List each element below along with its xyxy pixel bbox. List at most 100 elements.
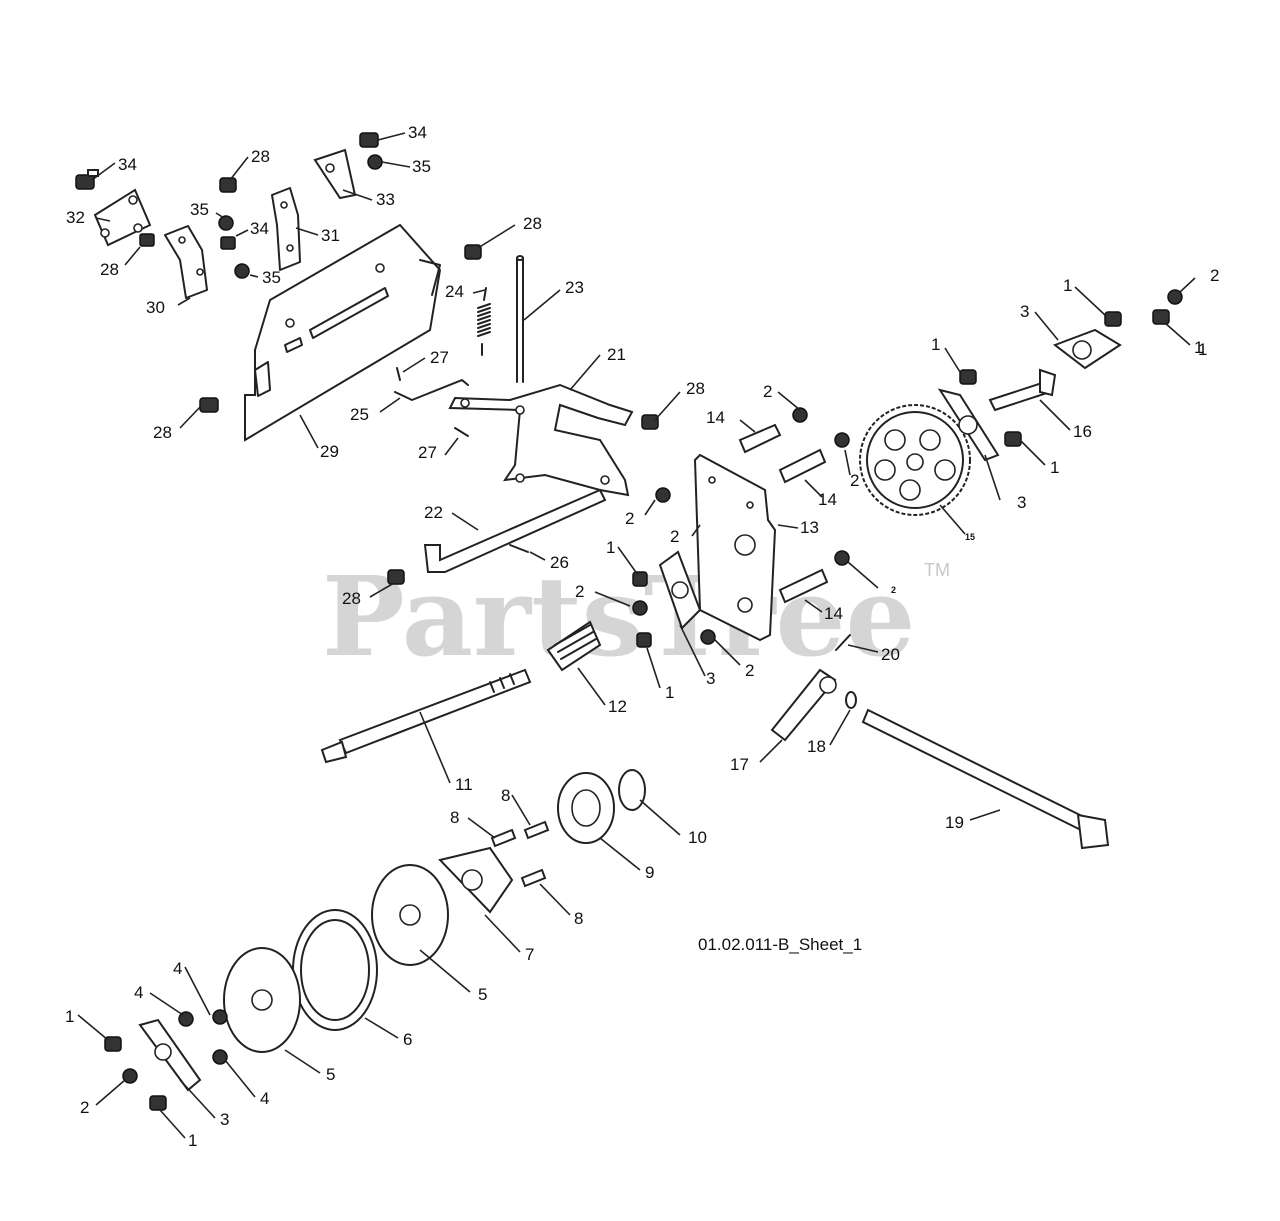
callout-4: 4 xyxy=(260,1089,269,1108)
part-17-lever xyxy=(770,668,837,742)
part-32-plate xyxy=(93,188,152,247)
callout-3: 3 xyxy=(706,669,715,688)
callout-2: 2 xyxy=(80,1098,89,1117)
callout-28: 28 xyxy=(100,260,119,279)
part-2-nut-c xyxy=(632,600,648,616)
callout-1: 1 xyxy=(1063,276,1072,295)
callout-12: 12 xyxy=(608,697,627,716)
part-2-nut-d xyxy=(700,629,716,645)
callout-21: 21 xyxy=(607,345,626,364)
part-12-pinion xyxy=(546,620,602,672)
callout-16: 16 xyxy=(1073,422,1092,441)
part-3-bearing-flange-b xyxy=(937,388,1000,462)
callout-34: 34 xyxy=(408,123,427,142)
part-1-bolt-a xyxy=(632,571,648,587)
callouts: 34 35 34 28 33 32 35 34 31 28 28 35 30 2… xyxy=(65,123,1219,1150)
callout-18: 18 xyxy=(807,737,826,756)
callout-10: 10 xyxy=(688,828,707,847)
part-34-bolt-c xyxy=(359,132,379,148)
part-27-pin-b xyxy=(454,427,469,437)
callout-5: 5 xyxy=(326,1065,335,1084)
callout-20: 20 xyxy=(881,645,900,664)
callout-2: 2 xyxy=(745,661,754,680)
part-2-nut-a xyxy=(655,487,671,503)
callout-3: 3 xyxy=(1017,493,1026,512)
callout-8: 8 xyxy=(501,786,510,805)
part-34-bolt-b xyxy=(220,236,236,250)
callout-28: 28 xyxy=(686,379,705,398)
callout-1: 1 xyxy=(665,683,674,702)
callout-1: 1 xyxy=(606,538,615,557)
callout-2: 2 xyxy=(625,509,634,528)
watermark-trademark: TM xyxy=(924,560,950,580)
callout-2: 2 xyxy=(670,527,679,546)
part-1-bolt-g xyxy=(104,1036,122,1052)
callout-28: 28 xyxy=(523,214,542,233)
callout-19: 19 xyxy=(945,813,964,832)
part-22-arm xyxy=(423,488,607,573)
part-1-bolt-h xyxy=(149,1095,167,1111)
callout-13: 13 xyxy=(800,518,819,537)
part-29-mounting-plate xyxy=(244,223,442,442)
part-1-bolt-b xyxy=(636,632,652,648)
part-13-side-plate xyxy=(693,453,777,642)
part-4-nut-b xyxy=(212,1009,228,1025)
part-33-plate xyxy=(313,148,357,200)
part-11-shaft xyxy=(320,668,532,764)
part-14-spacer-a xyxy=(738,423,782,454)
part-18-washer xyxy=(845,691,857,709)
part-10-ring xyxy=(618,769,646,811)
callout-15: 15 xyxy=(965,532,975,542)
part-35-nut-a xyxy=(218,215,234,231)
callout-2: 2 xyxy=(575,582,584,601)
part-2-nut-e xyxy=(792,407,808,423)
callout-14: 14 xyxy=(818,490,837,509)
callout-1: 1 xyxy=(65,1007,74,1026)
callout-27: 27 xyxy=(430,348,449,367)
callout-4: 4 xyxy=(173,959,182,978)
callout-32: 32 xyxy=(66,208,85,227)
callout-1: 1 xyxy=(1194,338,1203,357)
callout-14: 14 xyxy=(824,604,843,623)
callout-33: 33 xyxy=(376,190,395,209)
callout-28: 28 xyxy=(251,147,270,166)
callout-23: 23 xyxy=(565,278,584,297)
part-4-nut-c xyxy=(212,1049,228,1065)
part-1-bolt-f xyxy=(1152,309,1170,325)
part-9-housing xyxy=(557,772,615,844)
part-20-pin xyxy=(835,634,851,651)
callout-2: 2 xyxy=(763,382,772,401)
callout-4: 4 xyxy=(134,983,143,1002)
part-35-nut-b xyxy=(234,263,250,279)
callout-3: 3 xyxy=(1020,302,1029,321)
part-31-bracket xyxy=(271,187,301,271)
callout-25: 25 xyxy=(350,405,369,424)
part-24-spring xyxy=(477,287,491,356)
callout-1: 1 xyxy=(1050,458,1059,477)
callout-24: 24 xyxy=(445,282,464,301)
callout-34: 34 xyxy=(118,155,137,174)
part-28-bolt-a xyxy=(139,233,155,247)
part-14-spacer-c xyxy=(778,568,829,604)
callout-30: 30 xyxy=(146,298,165,317)
part-6-pulley xyxy=(292,909,378,1031)
callout-2: 2 xyxy=(891,585,896,595)
part-16-axle xyxy=(988,368,1057,412)
part-34-bolt-a xyxy=(75,169,99,190)
callout-1: 1 xyxy=(188,1131,197,1150)
part-27-pin-a xyxy=(396,367,401,381)
callout-28: 28 xyxy=(342,589,361,608)
part-19-shaft xyxy=(861,708,1110,850)
part-25-lever xyxy=(394,379,469,401)
callout-22: 22 xyxy=(424,503,443,522)
callout-6: 6 xyxy=(403,1030,412,1049)
callout-2: 2 xyxy=(1210,266,1219,285)
part-14-spacer-b xyxy=(778,448,827,484)
callout-31: 31 xyxy=(321,226,340,245)
callout-2: 2 xyxy=(850,471,859,490)
callout-5: 5 xyxy=(478,985,487,1004)
part-2-nut-f xyxy=(834,432,850,448)
callout-27: 27 xyxy=(418,443,437,462)
leader-lines xyxy=(77,132,1196,1139)
